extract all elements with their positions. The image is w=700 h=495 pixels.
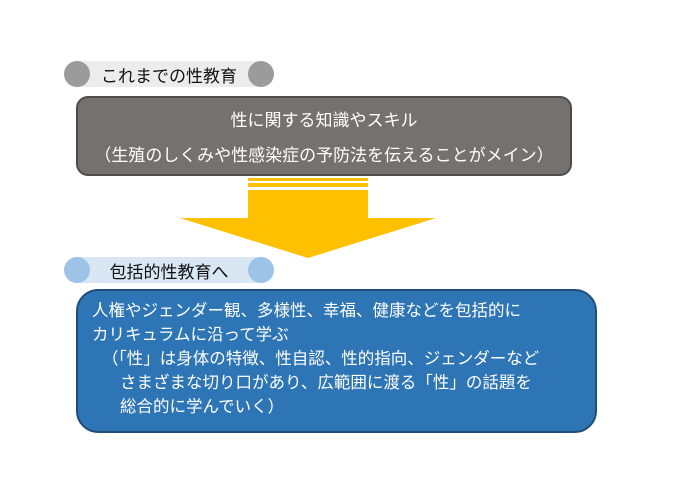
comprehensive-education-box: 人権やジェンダー観、多様性、幸福、健康などを包括的に カリキュラムに沿って学ぶ … [76, 289, 597, 433]
old-box-line-1: 性に関する知識やスキル [230, 111, 418, 131]
pill-cap-left [64, 257, 90, 283]
old-box-line-2: （生殖のしくみや性感染症の予防法を伝えることがメイン） [94, 146, 554, 166]
arrow-stripe-2 [248, 183, 368, 187]
pill-cap-right [248, 257, 274, 283]
pill-cap-left [64, 61, 90, 87]
new-box-line-3: （「性」は身体の特徴、性自認、性的指向、ジェンダーなど [102, 349, 540, 368]
old-education-box: 性に関する知識やスキル （生殖のしくみや性感染症の予防法を伝えることがメイン） [76, 96, 572, 176]
comprehensive-education-label: 包括的性教育へ [64, 257, 274, 283]
new-box-line-2: カリキュラムに沿って学ぶ [92, 325, 289, 344]
new-box-line-1: 人権やジェンダー観、多様性、幸福、健康などを包括的に [92, 301, 521, 320]
arrow-stripe-1 [248, 178, 368, 181]
old-education-label: これまでの性教育 [64, 61, 274, 87]
pill-cap-right [248, 61, 274, 87]
new-box-line-5: 総合的に学んでいく） [120, 397, 285, 416]
old-education-label-text: これまでの性教育 [101, 66, 237, 87]
new-box-line-4: さまざまな切り口があり、広範囲に渡る「性」の話題を [120, 373, 532, 392]
comprehensive-education-label-text: 包括的性教育へ [109, 262, 229, 283]
arrow-body [180, 190, 436, 258]
